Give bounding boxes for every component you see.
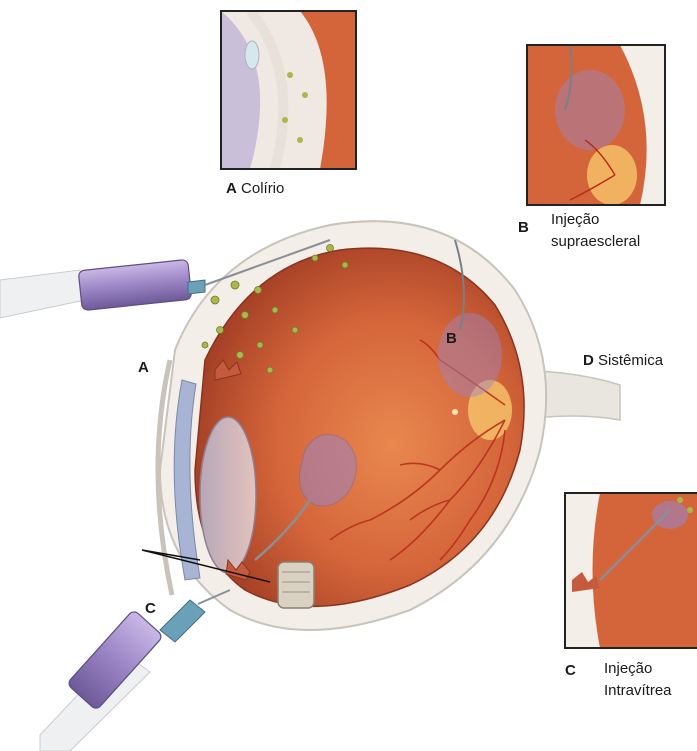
inset-b-illustration [527, 45, 665, 205]
inset-b-label-line1: Injeção [551, 211, 599, 229]
inset-b-label-line2: supraescleral [551, 233, 640, 251]
systemic-caption: D Sistêmica [583, 352, 663, 370]
inset-c-label-line1: Injeção [604, 660, 652, 678]
inset-c-label-line2: Intravítrea [604, 682, 672, 700]
fovea [452, 409, 458, 415]
inset-a-illustration [221, 11, 356, 169]
intravitreal-syringe [40, 590, 230, 751]
systemic-letter: D [583, 352, 594, 369]
main-label-a: A [138, 359, 149, 377]
inset-a-letter: A [226, 180, 237, 197]
inset-a-caption: A Colírio [226, 180, 284, 198]
intravitreal-implant [278, 562, 314, 608]
inset-a-label: Colírio [241, 180, 284, 197]
main-label-c: C [145, 600, 156, 618]
inset-b-letter: B [518, 219, 529, 237]
lens [200, 417, 256, 573]
systemic-label: Sistêmica [598, 352, 663, 369]
main-label-b: B [446, 330, 457, 348]
inset-c-letter: C [565, 662, 576, 680]
inset-c-illustration [565, 493, 697, 648]
suprascleral-drug-cloud [438, 313, 502, 397]
